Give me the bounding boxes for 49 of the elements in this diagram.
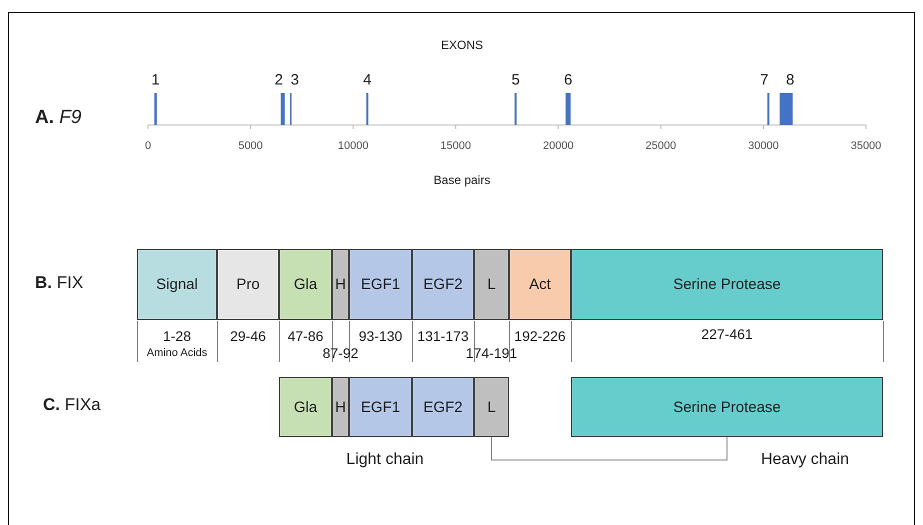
connector-line bbox=[491, 436, 728, 460]
axis-title: Base pairs bbox=[434, 173, 490, 187]
protein-label: C. FIXa bbox=[43, 395, 101, 415]
exon-number: 4 bbox=[363, 72, 372, 88]
egf2-domain: EGF2 bbox=[412, 377, 474, 437]
protein-label: B. FIX bbox=[35, 273, 84, 293]
egf1-domain: EGF1 bbox=[349, 249, 412, 320]
chain-label: Heavy chain bbox=[760, 451, 850, 469]
residue-range: 29-46 bbox=[230, 328, 266, 344]
residue-range: 93-130 bbox=[358, 328, 402, 344]
exon-number: 3 bbox=[290, 72, 299, 88]
propeptide-domain: Pro bbox=[217, 249, 279, 320]
axis-caption: Amino Acids bbox=[146, 347, 208, 359]
exon-number: 5 bbox=[511, 72, 520, 88]
activation-peptide-domain: Act bbox=[509, 249, 571, 320]
egf1-domain: EGF1 bbox=[349, 377, 412, 437]
gla-domain: Gla bbox=[279, 249, 332, 320]
tick-label: 25000 bbox=[646, 140, 676, 152]
residue-range: 1-28 bbox=[162, 328, 192, 344]
exon-number: 7 bbox=[760, 72, 769, 88]
exon-number: 8 bbox=[786, 72, 794, 88]
tick-label: 5000 bbox=[238, 140, 263, 152]
chart-title: EXONS bbox=[441, 38, 483, 52]
gla-domain: Gla bbox=[279, 377, 332, 437]
residue-range: 192-226 bbox=[514, 328, 566, 344]
egf2-domain: EGF2 bbox=[412, 249, 474, 320]
tick-label: 20000 bbox=[542, 140, 574, 152]
hydrophobic-domain: H bbox=[332, 249, 349, 320]
residue-range: 174-191 bbox=[466, 345, 518, 361]
linker-domain: L bbox=[474, 377, 509, 437]
residue-range: 47-86 bbox=[288, 328, 324, 344]
gene-label: A. F9 bbox=[35, 107, 82, 129]
chain-label: Light chain bbox=[346, 451, 424, 469]
tick-label: 35000 bbox=[850, 140, 882, 152]
serine-protease-domain: Serine Protease bbox=[571, 377, 883, 437]
exon-number: 2 bbox=[274, 72, 283, 88]
exon-number: 1 bbox=[151, 72, 160, 88]
exon-number: 6 bbox=[564, 72, 572, 88]
tick-label: 15000 bbox=[440, 140, 471, 152]
residue-range: 227-461 bbox=[701, 326, 753, 342]
tick-label: 30000 bbox=[748, 140, 779, 152]
tick-label: 0 bbox=[144, 140, 152, 152]
signal-peptide-domain: Signal bbox=[137, 249, 217, 320]
linker-domain: L bbox=[474, 249, 509, 320]
residue-range: 131-173 bbox=[417, 328, 469, 344]
residue-range: 87-92 bbox=[322, 345, 358, 361]
hydrophobic-domain: H bbox=[332, 377, 349, 437]
serine-protease-domain: Serine Protease bbox=[571, 249, 883, 320]
tick-label: 10000 bbox=[338, 140, 368, 152]
